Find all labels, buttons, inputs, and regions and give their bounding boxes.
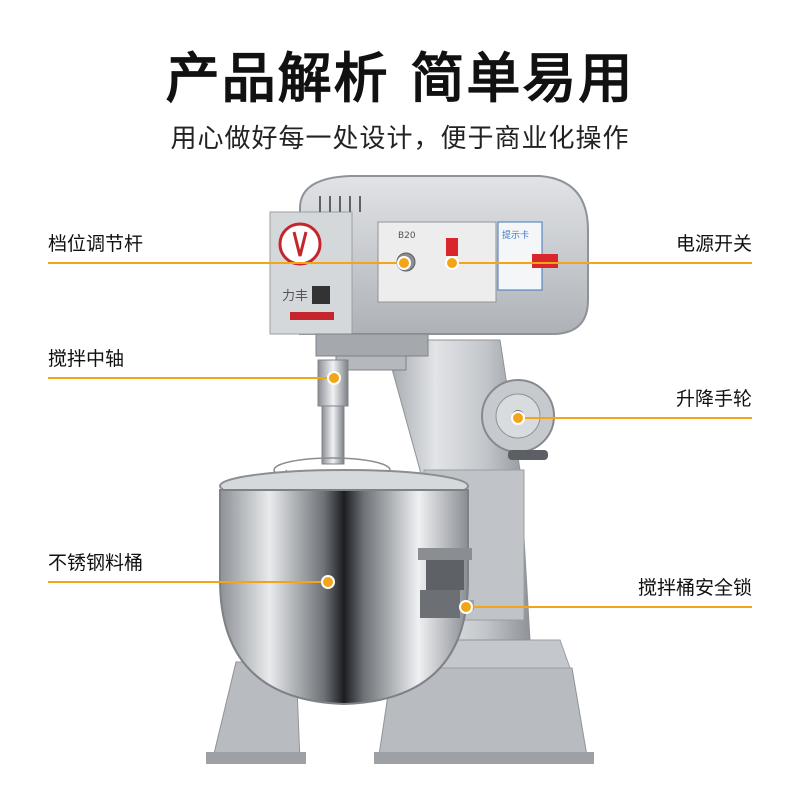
callout-power-switch: 电源开关 — [675, 233, 752, 255]
model-label: B20 — [398, 231, 416, 241]
callout-lift-wheel: 升降手轮 — [675, 388, 752, 410]
callout-bowl-lock: 搅拌桶安全锁 — [637, 577, 752, 599]
page-subtitle: 用心做好每一处设计，便于商业化操作 — [170, 124, 630, 154]
callout-dot-power — [445, 256, 459, 270]
mixer-head: 力丰 B20 提示卡 — [269, 175, 589, 371]
callout-mixing-shaft: 搅拌中轴 — [48, 348, 125, 370]
callout-dot-lock — [459, 600, 473, 614]
mixing-shaft — [317, 359, 349, 465]
callout-dot-wheel — [511, 411, 525, 425]
callout-dot-gear-lever — [397, 256, 411, 270]
callout-dot-shaft — [327, 371, 341, 385]
steel-bowl — [219, 469, 469, 706]
brand-mark: 力丰 — [282, 289, 308, 304]
page-title: 产品解析 简单易用 — [165, 47, 635, 110]
callout-gear-lever: 档位调节杆 — [48, 233, 144, 255]
callout-dot-bowl — [321, 575, 335, 589]
notice-card-title: 提示卡 — [502, 229, 529, 241]
callout-steel-bowl: 不锈钢料桶 — [48, 552, 144, 574]
callout-lines — [48, 262, 752, 608]
